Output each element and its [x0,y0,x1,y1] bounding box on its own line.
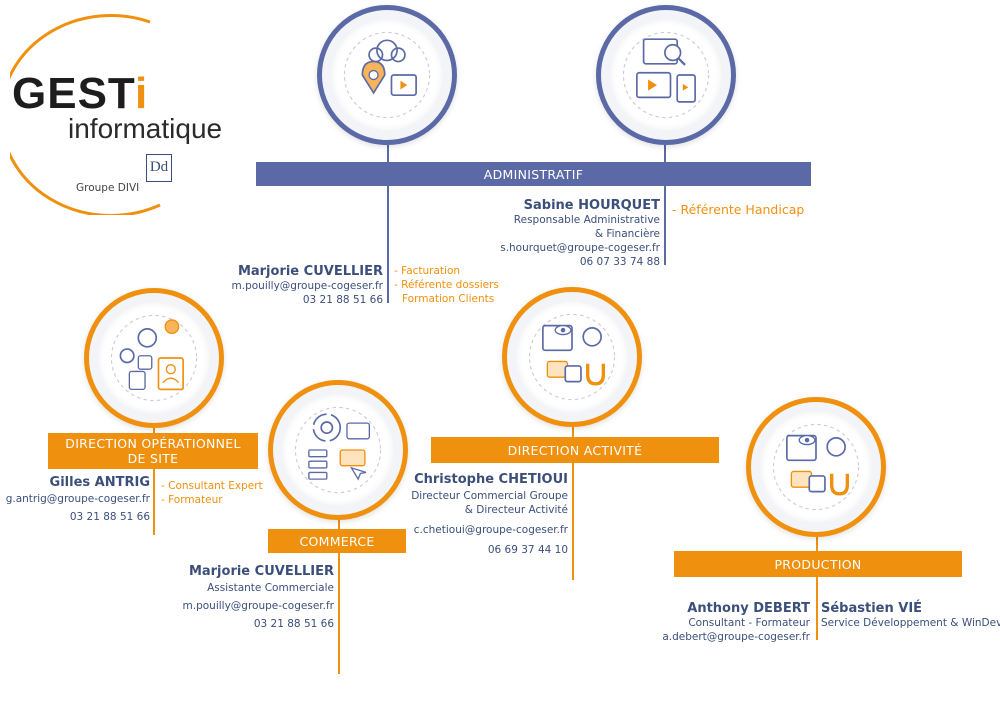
person-role: Directeur Commercial Groupe [411,490,568,502]
logo-brand: GEST [12,69,136,118]
person-email: m.pouilly@groupe-cogeser.fr [231,280,383,292]
person-email: s.hourquet@groupe-cogeser.fr [500,242,660,254]
banner-direction-activite: DIRECTION ACTIVITÉ [431,437,719,463]
person-role: & Financière [594,228,660,240]
logo-brand-i: i [135,69,149,118]
extra-line: - Référente dossiers [394,279,499,291]
logo-subtitle: informatique [68,113,223,144]
person-name: Sébastien VIÉ [821,601,923,616]
person-name: Marjorie CUVELLIER [237,264,383,279]
person-email: m.pouilly@groupe-cogeser.fr [182,600,334,612]
eye-monitor-icon [772,423,860,511]
banner-direction-site-line2: DE SITE [127,451,179,466]
eye-monitor-icon [528,313,616,401]
connector-line [572,420,574,580]
commerce-circle [268,380,408,520]
connector-line [387,140,389,303]
commerce-person: Marjorie CUVELLIER Assistante Commercial… [183,564,334,631]
person-role: Consultant - Formateur [688,617,810,629]
logo-group: Groupe DIVI [76,182,140,194]
direction-activite-circle [502,287,642,427]
banner-commerce: COMMERCE [268,529,406,553]
admin-circle-right [596,5,736,145]
person-role: Service Développement & WinDev [821,617,1000,629]
process-icon [294,406,382,494]
team-location-icon [343,31,431,119]
direction-site-person: Gilles ANTRIG g.antrig@groupe-cogeser.fr… [6,475,150,524]
extra-line: - Consultant Expert [161,480,263,492]
person-email: a.debert@groupe-cogeser.fr [662,631,810,643]
person-role: Assistante Commerciale [207,582,334,594]
connector-line [816,520,818,640]
extra-line: - Formateur [161,494,223,506]
banner-administratif: ADMINISTRATIF [256,162,811,186]
admin-cuvellier-extra: - Facturation - Référente dossiers Forma… [394,264,499,306]
person-role: & Directeur Activité [464,504,568,516]
person-phone: 06 69 37 44 10 [487,544,568,556]
person-name: Anthony DEBERT [687,601,810,616]
person-phone: 03 21 88 51 66 [253,618,334,630]
person-phone: 06 07 33 74 88 [579,256,660,268]
person-phone: 03 21 88 51 66 [69,511,150,523]
logo-arc-icon [10,14,161,215]
person-role: Responsable Administrative [513,214,660,226]
direction-site-circle [84,288,224,428]
production-person-vie: Sébastien VIÉ Service Développement & Wi… [821,601,1000,630]
extra-line: Formation Clients [402,293,495,305]
contacts-icon [110,314,198,402]
connector-line [664,140,666,265]
person-name: Sabine HOURQUET [523,198,660,213]
admin-person-hourquet: Sabine HOURQUET Responsable Administrati… [500,198,660,269]
production-person-debert: Anthony DEBERT Consultant - Formateur a.… [662,601,810,644]
person-name: Gilles ANTRIG [49,475,150,490]
admin-circle-left [317,5,457,145]
connector-line [338,500,340,674]
person-email: g.antrig@groupe-cogeser.fr [5,493,150,505]
banner-direction-site: DIRECTION OPÉRATIONNEL DE SITE [48,433,258,469]
production-circle [746,397,886,537]
devices-icon [622,31,710,119]
person-email: c.chetioui@groupe-cogeser.fr [413,524,568,536]
admin-person-cuvellier: Marjorie CUVELLIER m.pouilly@groupe-coge… [232,264,383,307]
person-name: Christophe CHETIOUI [414,472,568,487]
banner-production: PRODUCTION [674,551,962,577]
direction-activite-person: Christophe CHETIOUI Directeur Commercial… [411,472,568,557]
person-name: Marjorie CUVELLIER [188,564,334,579]
banner-direction-site-line1: DIRECTION OPÉRATIONNEL [65,436,241,451]
extra-line: - Facturation [394,265,461,277]
direction-site-extra: - Consultant Expert - Formateur [161,479,263,507]
logo: GESTi informatique Groupe DIVI Dd [10,10,260,215]
logo-badge: Dd [146,154,172,182]
admin-hourquet-extra: - Référente Handicap [672,202,805,217]
person-phone: 03 21 88 51 66 [302,294,383,306]
connector-line [153,415,155,535]
